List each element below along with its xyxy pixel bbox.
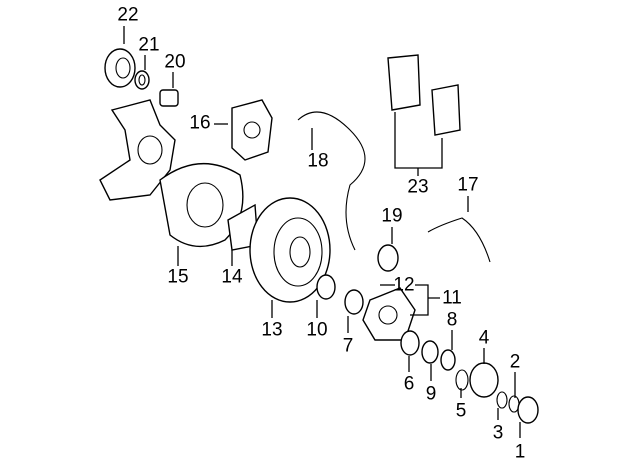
steering-knuckle[interactable] xyxy=(99,99,176,201)
callout-22[interactable]: 22 xyxy=(117,4,139,26)
callout-20[interactable]: 20 xyxy=(164,51,186,73)
callout-2[interactable]: 2 xyxy=(509,351,521,373)
part-1-cap[interactable] xyxy=(517,396,539,424)
part-5-ring[interactable] xyxy=(455,369,469,391)
part-18-hose[interactable] xyxy=(297,111,366,251)
callout-8[interactable]: 8 xyxy=(446,309,458,331)
part-6-bearing[interactable] xyxy=(400,330,420,356)
callout-3[interactable]: 3 xyxy=(492,422,504,444)
part-23-brake-pads[interactable] xyxy=(387,54,461,136)
part-13-rotor[interactable] xyxy=(249,197,331,303)
callout-16[interactable]: 16 xyxy=(189,112,211,134)
part-8-nut[interactable] xyxy=(440,349,456,371)
callout-13[interactable]: 13 xyxy=(261,319,283,341)
part-17-brake-hose[interactable] xyxy=(427,217,491,263)
callout-10[interactable]: 10 xyxy=(306,319,328,341)
callout-6[interactable]: 6 xyxy=(403,373,415,395)
callout-18[interactable]: 18 xyxy=(307,150,329,172)
callout-1[interactable]: 1 xyxy=(514,441,526,463)
part-22-seal[interactable] xyxy=(104,48,136,88)
part-16-caliper[interactable] xyxy=(231,99,273,161)
callout-15[interactable]: 15 xyxy=(167,266,189,288)
callout-23[interactable]: 23 xyxy=(407,176,429,198)
part-10-seal[interactable] xyxy=(316,274,336,300)
callout-5[interactable]: 5 xyxy=(455,400,467,422)
part-7-bearing[interactable] xyxy=(344,289,364,315)
callout-7[interactable]: 7 xyxy=(342,335,354,357)
callout-11[interactable]: 11 xyxy=(442,287,462,309)
callout-12[interactable]: 12 xyxy=(393,274,415,296)
part-15-splash-shield[interactable] xyxy=(159,163,244,248)
part-19-seal[interactable] xyxy=(377,244,399,272)
callout-17[interactable]: 17 xyxy=(457,174,479,196)
callout-4[interactable]: 4 xyxy=(478,327,490,349)
callout-19[interactable]: 19 xyxy=(381,205,403,227)
leader-lines xyxy=(123,26,521,438)
callout-14[interactable]: 14 xyxy=(221,266,243,288)
part-4-locking-hub[interactable] xyxy=(469,362,499,398)
part-20-bushing[interactable] xyxy=(159,89,179,107)
part-3-ring[interactable] xyxy=(496,391,508,409)
callout-21[interactable]: 21 xyxy=(138,34,160,56)
callout-9[interactable]: 9 xyxy=(425,383,437,405)
part-9-washer[interactable] xyxy=(421,340,439,364)
part-21-ring[interactable] xyxy=(134,70,150,90)
